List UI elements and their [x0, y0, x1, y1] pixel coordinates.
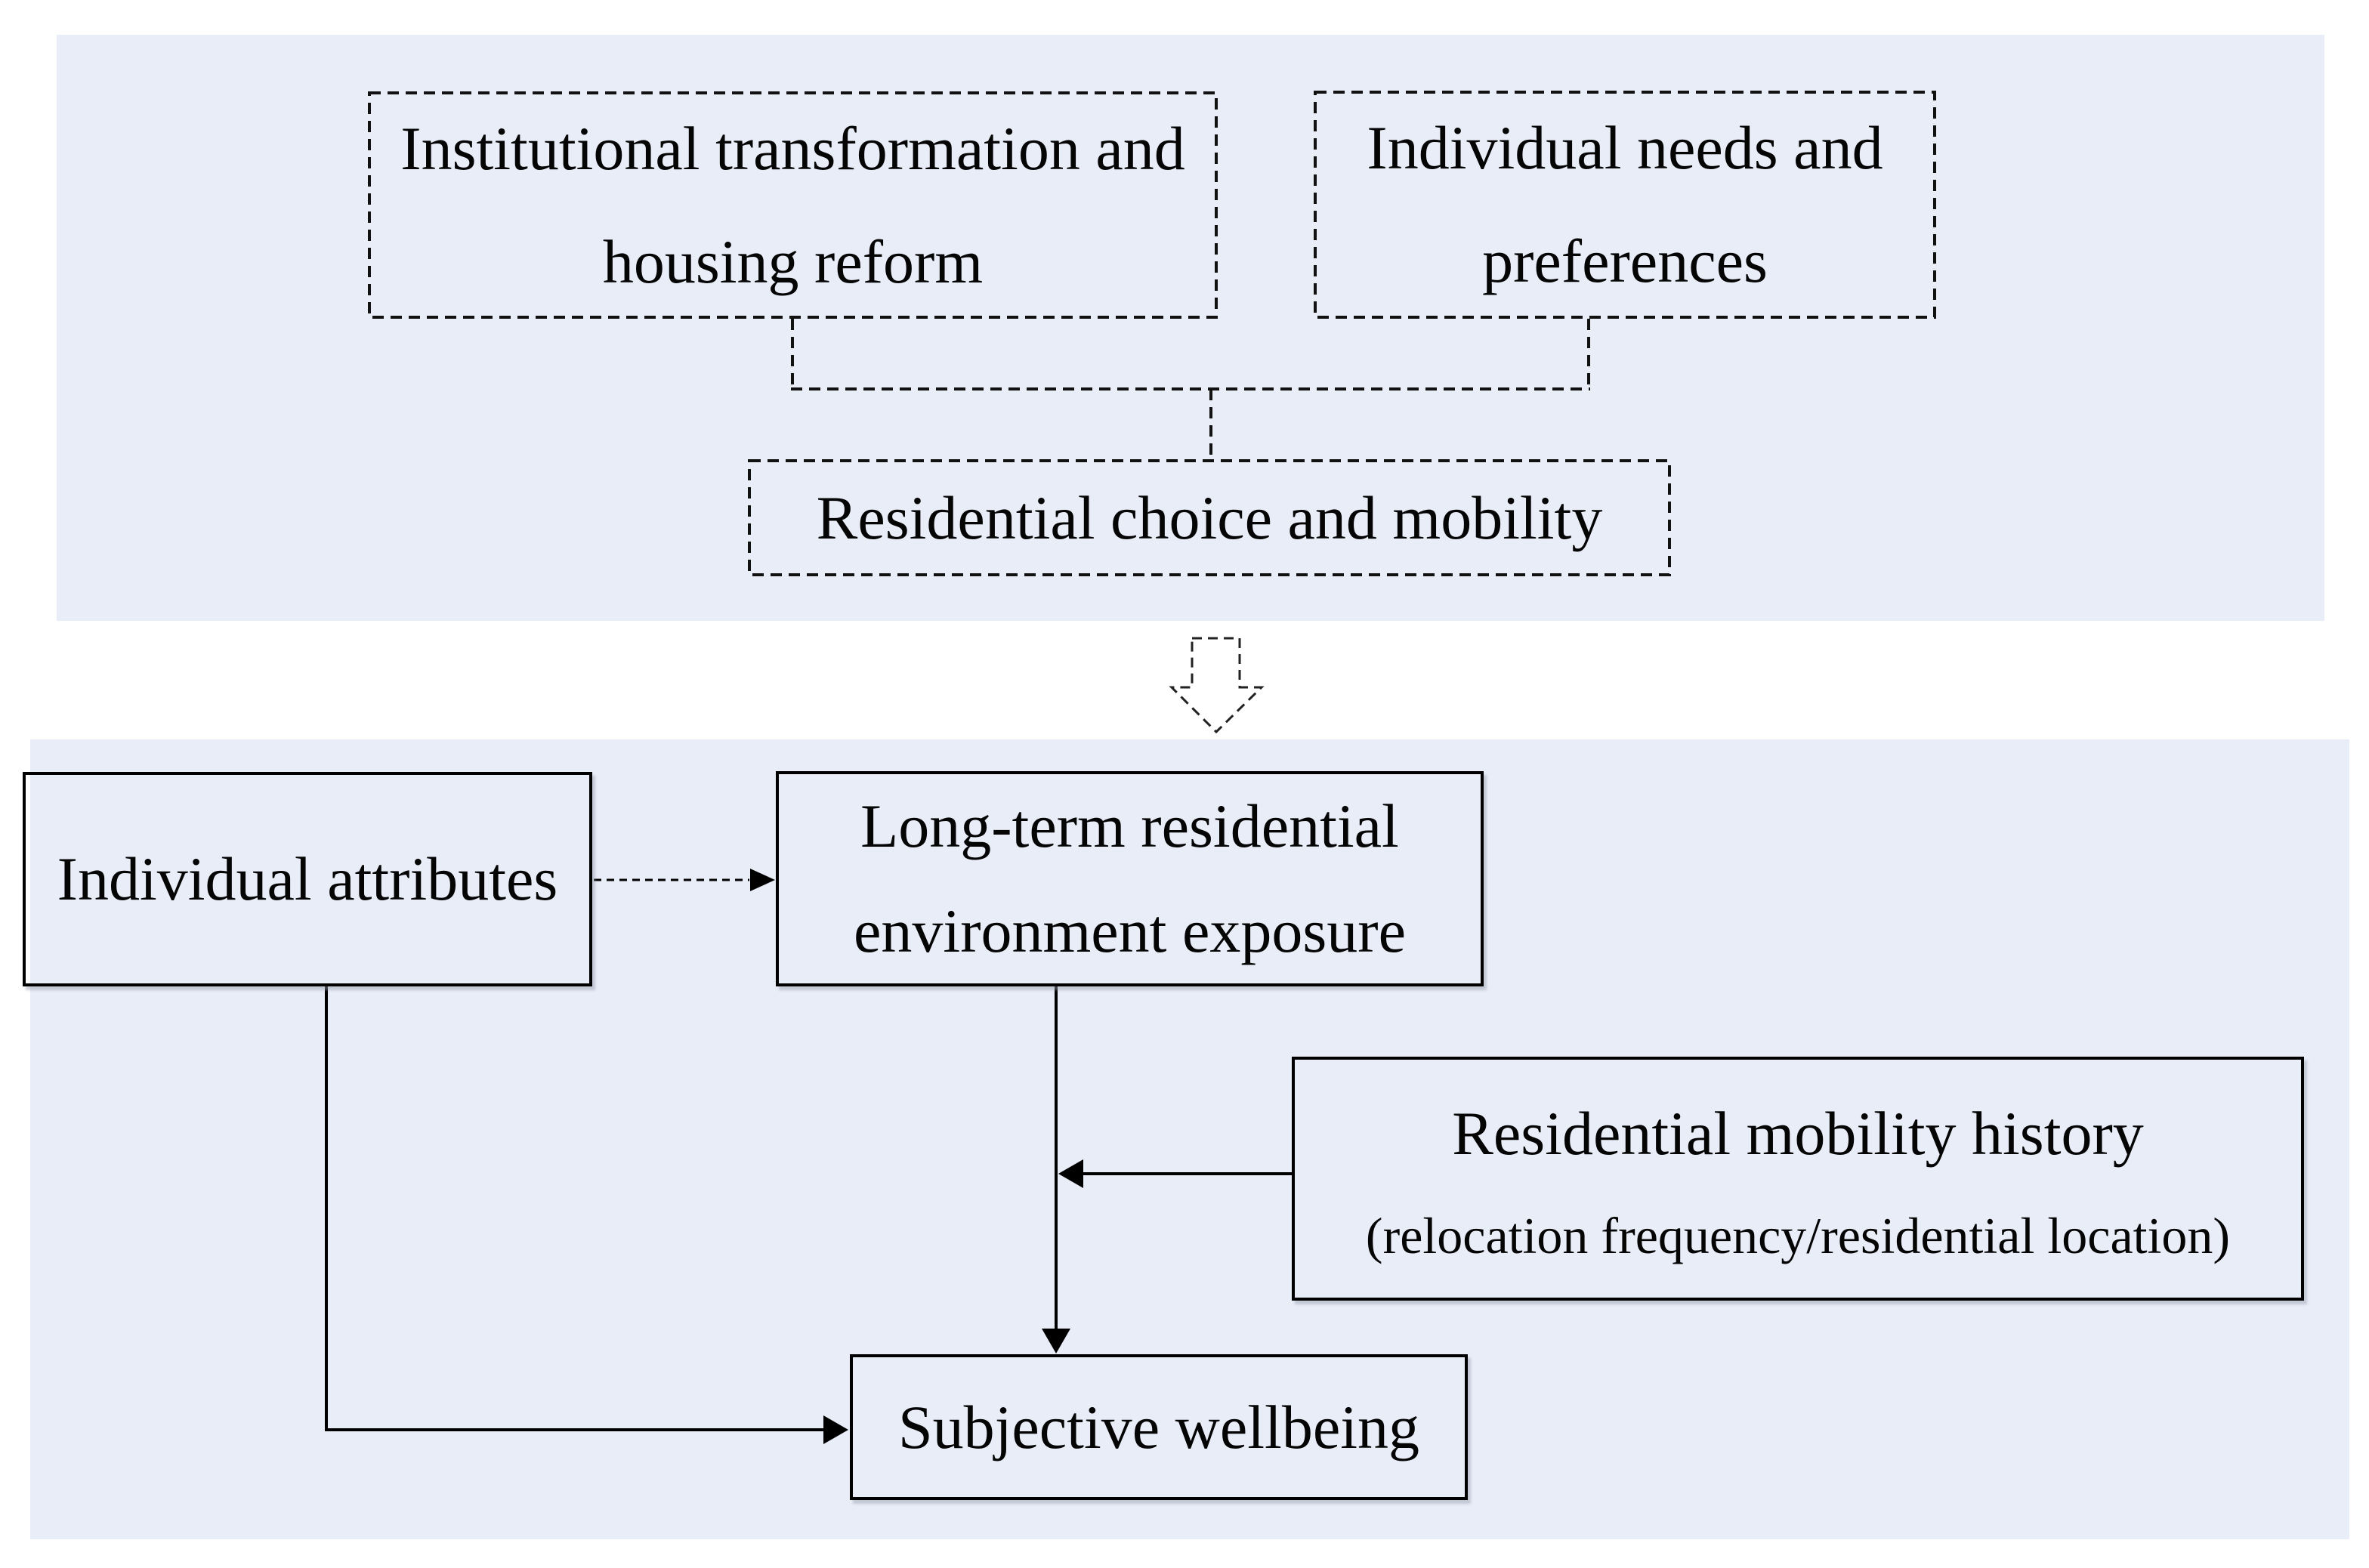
down-block-arrow-icon	[1169, 637, 1265, 734]
box-text-line: Individual attributes	[57, 844, 558, 913]
box-text-line: Institutional transformation and	[400, 113, 1185, 183]
residential-choice-box: Residential choice and mobility	[748, 459, 1671, 576]
box-text-line: Subjective wellbeing	[898, 1392, 1419, 1462]
individual-needs-box: Individual needs and preferences	[1314, 91, 1936, 319]
institutional-transformation-box: Institutional transformation and housing…	[368, 91, 1218, 319]
box-text-line: Residential choice and mobility	[816, 483, 1603, 552]
box-text-line: Residential mobility history	[1452, 1098, 2144, 1168]
longterm-exposure-box: Long-term residential environment exposu…	[776, 771, 1484, 986]
box-text-line: Long-term residential	[860, 792, 1399, 861]
mobility-history-box: Residential mobility history (relocation…	[1292, 1057, 2304, 1301]
box-text-line: environment exposure	[854, 896, 1406, 965]
box-text-line: preferences	[1482, 227, 1768, 295]
box-text-line: housing reform	[602, 227, 984, 296]
box-text-subline: (relocation frequency/residential locati…	[1365, 1206, 2231, 1264]
subjective-wellbeing-box: Subjective wellbeing	[850, 1354, 1468, 1500]
individual-attributes-box: Individual attributes	[23, 772, 592, 986]
box-text-line: Individual needs and	[1367, 113, 1883, 182]
